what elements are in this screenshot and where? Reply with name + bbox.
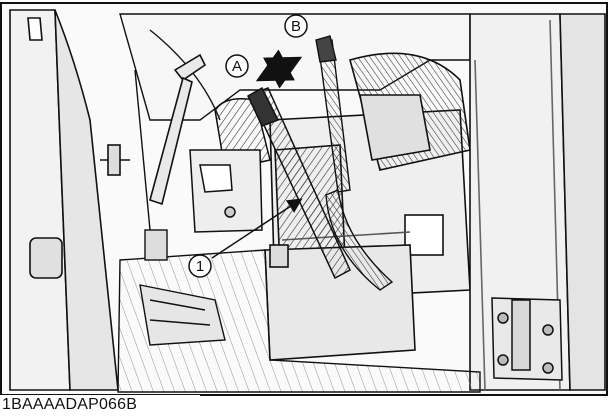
cab-floor bbox=[117, 229, 481, 393]
callout-1-label: 1 bbox=[196, 258, 204, 275]
motion-arrow-reverse bbox=[255, 49, 297, 82]
right-door-frame bbox=[469, 13, 606, 391]
left-control-console bbox=[189, 98, 271, 233]
callout-a-label: A bbox=[232, 58, 242, 75]
right-control-console bbox=[264, 52, 471, 361]
callout-1-leader bbox=[211, 198, 303, 259]
callout-b: B bbox=[284, 14, 308, 38]
callout-1: 1 bbox=[188, 254, 212, 278]
callout-a: A bbox=[225, 54, 249, 78]
left-lever bbox=[149, 53, 207, 206]
door-hinge bbox=[491, 297, 563, 381]
lock-lever-raised-position bbox=[315, 35, 394, 291]
callout-b-label: B bbox=[291, 18, 301, 35]
left-door-frame bbox=[9, 9, 130, 391]
lock-lever bbox=[247, 86, 351, 280]
figure-code: 1BAAAADAP066B bbox=[2, 396, 138, 413]
